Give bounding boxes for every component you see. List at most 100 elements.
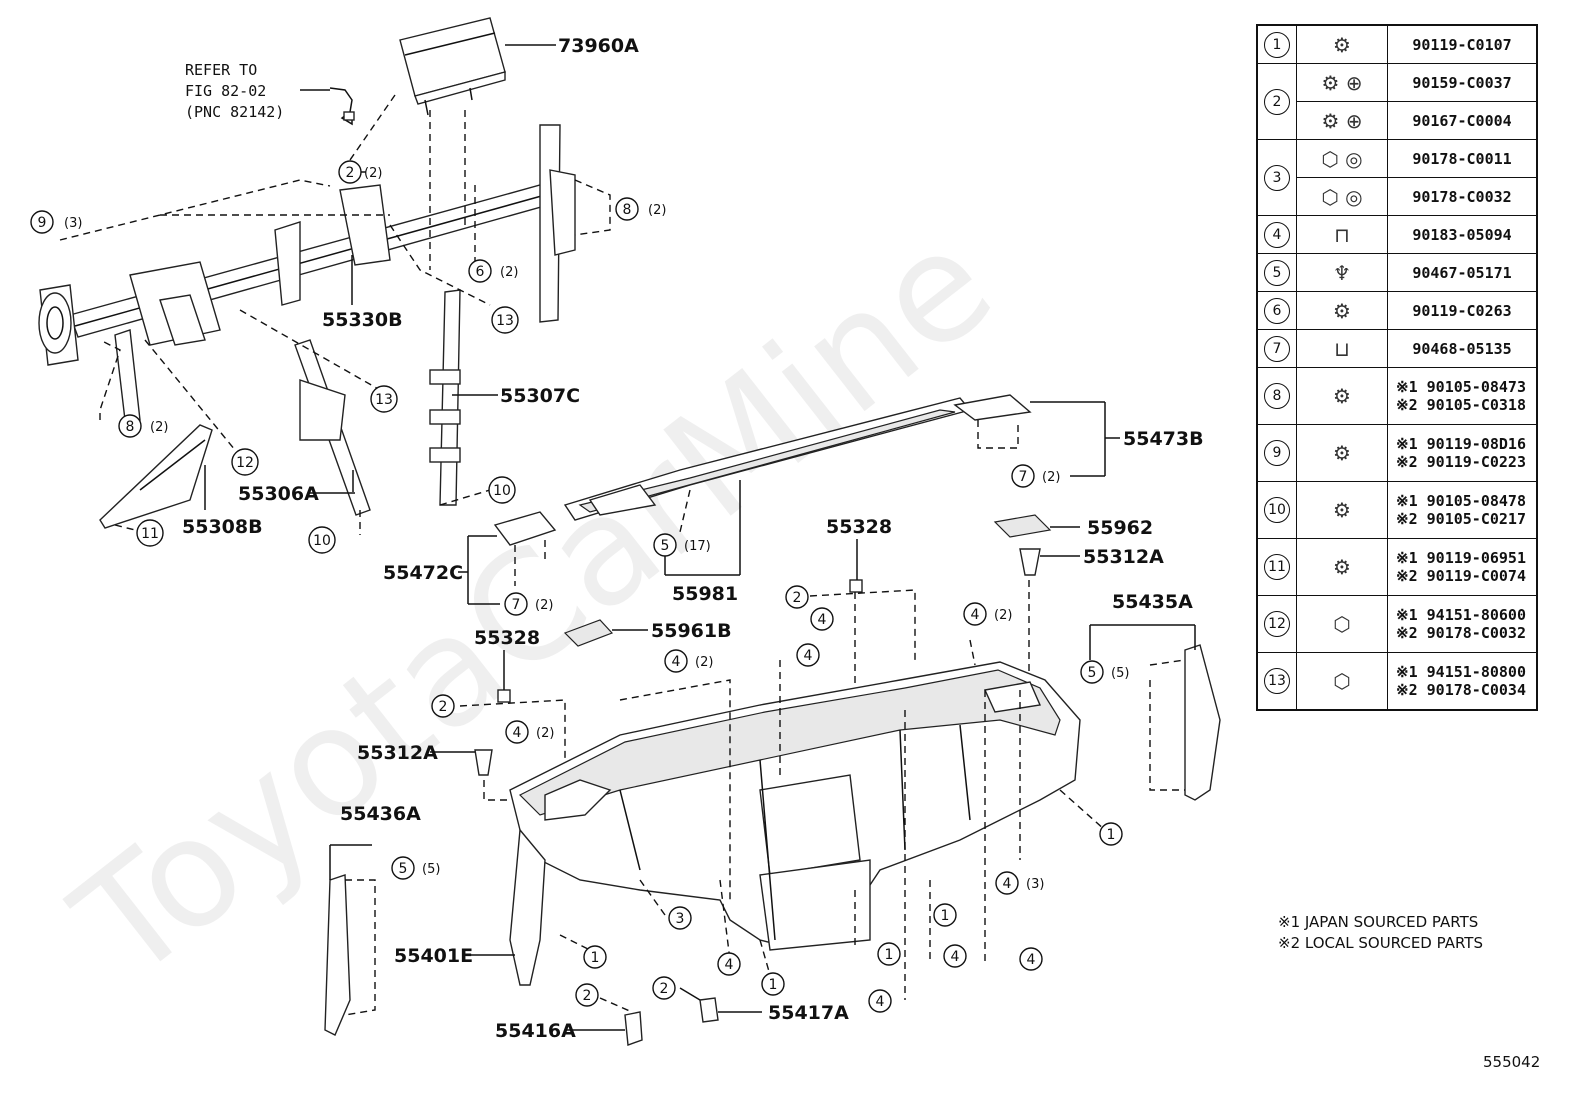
svg-text:2: 2 (583, 988, 592, 1004)
part-number: 90467-05171 (1388, 254, 1536, 291)
cover-55473b (953, 394, 1032, 421)
part-number-text: ※1 90119-08D16 (1396, 435, 1526, 453)
part-label-55435a: 55435A (1112, 591, 1193, 613)
svg-text:1: 1 (591, 950, 600, 966)
side-panel-55436a (324, 874, 351, 1036)
svg-text:(3): (3) (1026, 877, 1044, 892)
part-label-55328-right: 55328 (826, 516, 892, 538)
callout: 4 (868, 989, 892, 1013)
svg-text:8: 8 (623, 202, 632, 218)
fastener-line: ⚙※1 90105-08478※2 90105-C0217 (1297, 482, 1536, 538)
part-number-text: ※2 90105-C0217 (1396, 510, 1526, 528)
part-label-55472c: 55472C (383, 562, 463, 584)
nut-icon: ⬡ ◎ (1297, 178, 1388, 215)
part-number-text: ※1 90119-06951 (1396, 549, 1526, 567)
part-number-text: ※1 94151-80800 (1396, 663, 1526, 681)
callout: 4 (664, 649, 688, 673)
svg-text:10: 10 (313, 533, 331, 549)
svg-text:13: 13 (496, 313, 514, 329)
svg-text:(2): (2) (1042, 470, 1060, 485)
part-label-55473b: 55473B (1123, 428, 1204, 450)
ref-number-cell: 1 (1258, 26, 1297, 63)
long-bolt-icon: ⚙ (1297, 539, 1388, 595)
part-label-55312a-left: 55312A (357, 742, 438, 764)
part-number-text: 90167-C0004 (1412, 111, 1512, 130)
airbag-module (399, 17, 506, 116)
fastener-line: ⚙※1 90119-08D16※2 90119-C0223 (1297, 425, 1536, 481)
svg-text:4: 4 (513, 725, 522, 741)
callout: 5 (1080, 660, 1104, 684)
part-number-text: ※1 90105-08473 (1396, 378, 1526, 396)
callout: 8 (615, 197, 639, 221)
bracket-55417a (699, 997, 719, 1023)
instrument-panel-main (509, 661, 1081, 986)
ref-number-cell: 9 (1258, 425, 1297, 481)
bolt-icon: ⚙ (1297, 26, 1388, 63)
ref-number: 13 (1264, 668, 1290, 694)
part-number-text: 90467-05171 (1412, 263, 1512, 282)
callout: 11 (136, 519, 164, 547)
ref-number: 5 (1264, 259, 1290, 286)
part-number: ※1 90119-06951※2 90119-C0074 (1388, 539, 1536, 595)
callout: 1 (761, 972, 785, 996)
svg-text:(2): (2) (364, 166, 382, 181)
part-number-text: ※2 90105-C0318 (1396, 396, 1526, 414)
part-number-text: ※1 94151-80600 (1396, 606, 1526, 624)
table-row: 12⬡ ※1 94151-80600※2 90178-C0032 (1258, 596, 1536, 653)
part-label-73960a: 73960A (558, 35, 639, 57)
note-japan: ※1 JAPAN SOURCED PARTS (1278, 913, 1479, 931)
part-label-55306a: 55306A (238, 483, 319, 505)
ref-number: 11 (1264, 554, 1290, 580)
callout: 4 (1019, 947, 1043, 971)
svg-text:5: 5 (661, 538, 670, 554)
fastener-line: ⬡※1 94151-80800※2 90178-C0034 (1297, 653, 1536, 709)
ref-number-cell: 6 (1258, 292, 1297, 329)
connector (343, 111, 355, 121)
callout: 13 (491, 306, 519, 334)
callout: 4 (505, 720, 529, 744)
svg-text:13: 13 (375, 392, 393, 408)
callout: 7 (504, 592, 528, 616)
nut-icon: ⬡ (1297, 596, 1388, 652)
svg-text:3: 3 (676, 911, 685, 927)
clip-icon: ♆ (1297, 254, 1388, 291)
svg-text:(2): (2) (535, 598, 553, 613)
svg-text:(17): (17) (684, 539, 711, 554)
part-number-text: ※2 90178-C0032 (1396, 624, 1526, 642)
long-bolt-icon: ⚙ (1297, 425, 1388, 481)
clip-icon: ⊔ (1297, 330, 1388, 367)
svg-text:4: 4 (818, 612, 827, 628)
fastener-line: ⬡ ※1 94151-80600※2 90178-C0032 (1297, 596, 1536, 652)
callout: 2 (652, 976, 676, 1000)
svg-text:4: 4 (725, 957, 734, 973)
screw-icon: ⚙ ⊕ (1297, 64, 1388, 101)
callout: 1 (583, 945, 607, 969)
ref-number-cell: 12 (1258, 596, 1297, 652)
callout: 4 (995, 871, 1019, 895)
svg-text:(2): (2) (500, 265, 518, 280)
callout: 6 (468, 259, 492, 283)
part-label-55312a-right: 55312A (1083, 546, 1164, 568)
fastener-line: ⚙90119-C0107 (1297, 26, 1536, 63)
callout: 2 (575, 983, 599, 1007)
svg-text:6: 6 (476, 264, 485, 280)
ref-number: 4 (1264, 221, 1290, 248)
ref-number-cell: 7 (1258, 330, 1297, 367)
svg-text:5: 5 (1088, 665, 1097, 681)
part-number-text: 90178-C0011 (1412, 149, 1512, 168)
bracket-55416a (624, 1011, 643, 1046)
ref-number: 1 (1264, 31, 1290, 58)
svg-text:7: 7 (512, 597, 521, 613)
svg-text:4: 4 (1027, 952, 1036, 968)
callout: 8 (118, 414, 142, 438)
svg-text:12: 12 (236, 455, 254, 471)
svg-text:1: 1 (885, 947, 894, 963)
bolt-icon: ⚙ (1297, 292, 1388, 329)
callout: 2 (431, 694, 455, 718)
callout: 2 (338, 160, 362, 184)
clip-55328-left (497, 689, 511, 703)
callout: 5 (391, 856, 415, 880)
part-number: ※1 90105-08478※2 90105-C0217 (1388, 482, 1536, 538)
long-bolt-icon: ⚙ (1297, 368, 1388, 424)
